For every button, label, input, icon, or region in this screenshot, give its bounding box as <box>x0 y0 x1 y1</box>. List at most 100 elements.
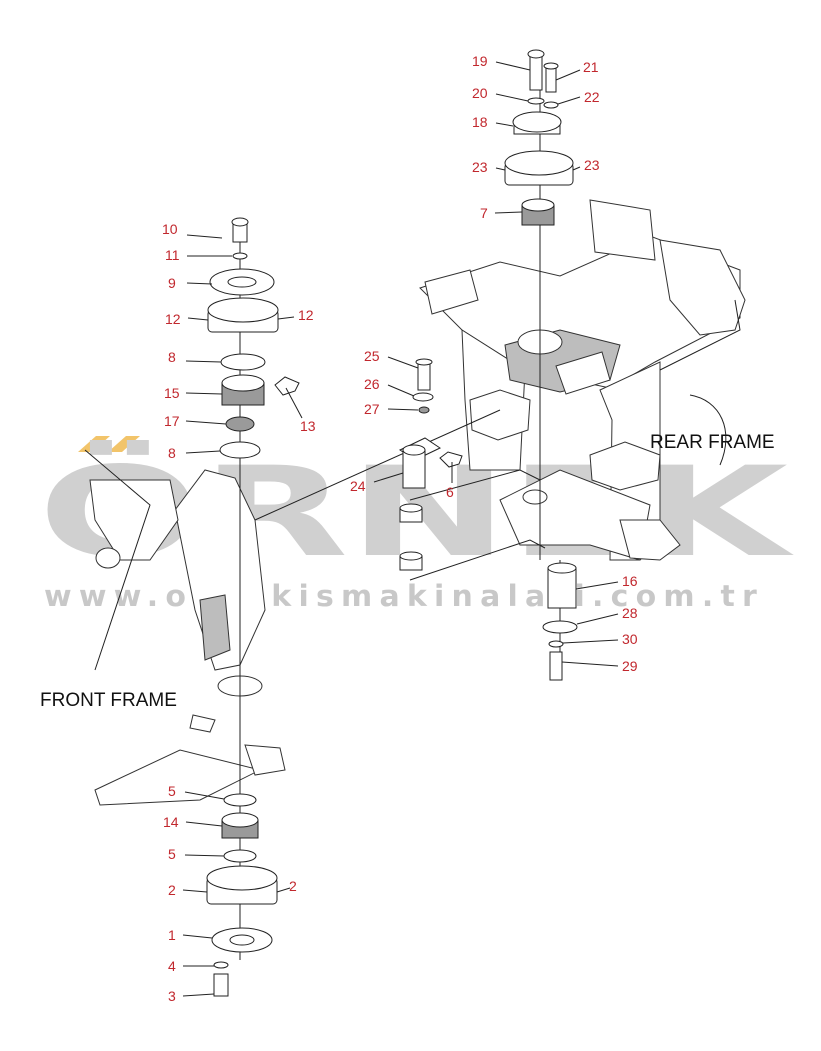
front-frame-post-shading <box>199 594 231 661</box>
seal-5-lower <box>223 849 257 863</box>
bolt-10-head <box>231 217 249 227</box>
bolt-19-head <box>527 49 545 59</box>
bearing-14-top <box>221 812 259 828</box>
bolt-21 <box>545 65 557 93</box>
callout-1: 1 <box>168 927 176 943</box>
front-frame-side-hole <box>95 547 121 569</box>
callout-25: 25 <box>364 348 380 364</box>
rear-lower-parts <box>542 562 578 681</box>
front-lower-parts <box>206 793 278 997</box>
rear-frame-side-lug <box>589 441 661 491</box>
seal-8-lower <box>219 441 261 459</box>
leader-23b <box>572 166 581 171</box>
plate-28 <box>542 620 578 634</box>
callout-19: 19 <box>472 53 488 69</box>
bearing-15-top <box>221 374 265 392</box>
pin-24 <box>402 449 426 489</box>
pin-16-top <box>547 562 577 574</box>
callout-24: 24 <box>350 478 366 494</box>
leader-10 <box>186 234 223 239</box>
leader-8a <box>185 360 222 363</box>
callout-8-lower: 8 <box>168 445 176 461</box>
rear-frame-lower-hole <box>522 489 548 505</box>
leader-5b <box>184 854 225 857</box>
callout-11: 11 <box>165 247 180 263</box>
leader-21 <box>555 69 581 81</box>
leader-5a <box>184 791 225 800</box>
leader-2a <box>182 889 208 893</box>
callout-17: 17 <box>164 413 180 429</box>
grease-fitting-6 <box>439 451 463 468</box>
bolt-25 <box>417 361 431 391</box>
pin-24-top <box>402 444 426 456</box>
washer-20 <box>527 97 545 105</box>
front-frame-side-plate <box>89 479 179 561</box>
callout-2-right: 2 <box>289 878 297 894</box>
leader-29 <box>561 661 619 667</box>
rear-frame-edge <box>659 299 741 371</box>
callout-30: 30 <box>622 631 638 647</box>
bolt-21-head <box>543 62 559 70</box>
callout-26: 26 <box>364 376 380 392</box>
callout-5-lower: 5 <box>168 846 176 862</box>
rear-frame-drawing <box>419 199 746 561</box>
washer-11 <box>232 252 248 260</box>
rear-frame-rear-bracket <box>589 199 656 261</box>
leader-9 <box>186 282 213 285</box>
front-frame-small-bracket <box>189 714 216 733</box>
bushing-7-top <box>521 198 555 212</box>
front-frame-main-post <box>174 469 266 671</box>
rear-frame-lower-lug <box>619 519 681 561</box>
callout-21: 21 <box>583 59 599 75</box>
washer-26 <box>412 392 434 402</box>
spacer-17 <box>225 416 255 432</box>
pin-assembly-parts <box>398 358 463 571</box>
leader-26 <box>387 384 415 397</box>
bushing-lower-top <box>399 551 423 561</box>
retainer-23-top <box>504 150 574 176</box>
callout-numbers: 10 11 9 12 12 8 15 13 17 8 5 14 5 2 2 1 … <box>162 53 638 1004</box>
rear-frame-upper-hinge <box>469 389 531 441</box>
callout-6: 6 <box>446 484 454 500</box>
pin-16 <box>547 567 577 609</box>
rear-frame-upper-pad-right <box>555 351 611 395</box>
cap-9-bore <box>227 276 257 288</box>
washer-30 <box>548 640 564 648</box>
bolt-3 <box>213 973 229 997</box>
rear-frame-label: REAR FRAME <box>650 432 775 453</box>
callout-3: 3 <box>168 988 176 1004</box>
washer-4 <box>213 961 229 969</box>
leader-15 <box>185 392 223 395</box>
leader-13 <box>285 387 303 419</box>
rear-frame-wheel-arc <box>689 394 727 466</box>
leader-2b <box>276 887 291 893</box>
watermark-accent-left <box>78 436 110 452</box>
leader-28 <box>576 613 619 625</box>
leader-12a <box>187 317 209 321</box>
leader-3 <box>182 993 215 997</box>
callout-10: 10 <box>162 221 178 237</box>
bushing-leader-lower <box>409 539 546 581</box>
callout-12-left: 12 <box>165 311 181 327</box>
leader-20 <box>495 93 529 102</box>
callout-23-right: 23 <box>584 157 600 173</box>
callout-28: 28 <box>622 605 638 621</box>
callout-14: 14 <box>163 814 179 830</box>
watermark-accent-right <box>108 436 140 452</box>
leader-16 <box>575 581 619 590</box>
callout-13: 13 <box>300 418 316 434</box>
front-upper-parts <box>207 217 300 459</box>
leader-19 <box>495 61 531 71</box>
leader-27 <box>387 408 419 411</box>
callout-12-right: 12 <box>298 307 314 323</box>
callout-16: 16 <box>622 573 638 589</box>
front-frame-drawing <box>84 449 286 806</box>
callout-22: 22 <box>584 89 600 105</box>
callout-5-upper: 5 <box>168 783 176 799</box>
callout-20: 20 <box>472 85 488 101</box>
callout-9: 9 <box>168 275 176 291</box>
rear-frame-upper-pad-left <box>424 269 479 315</box>
leader-23a <box>495 167 506 171</box>
washer-22 <box>543 101 559 109</box>
callout-23-left: 23 <box>472 159 488 175</box>
